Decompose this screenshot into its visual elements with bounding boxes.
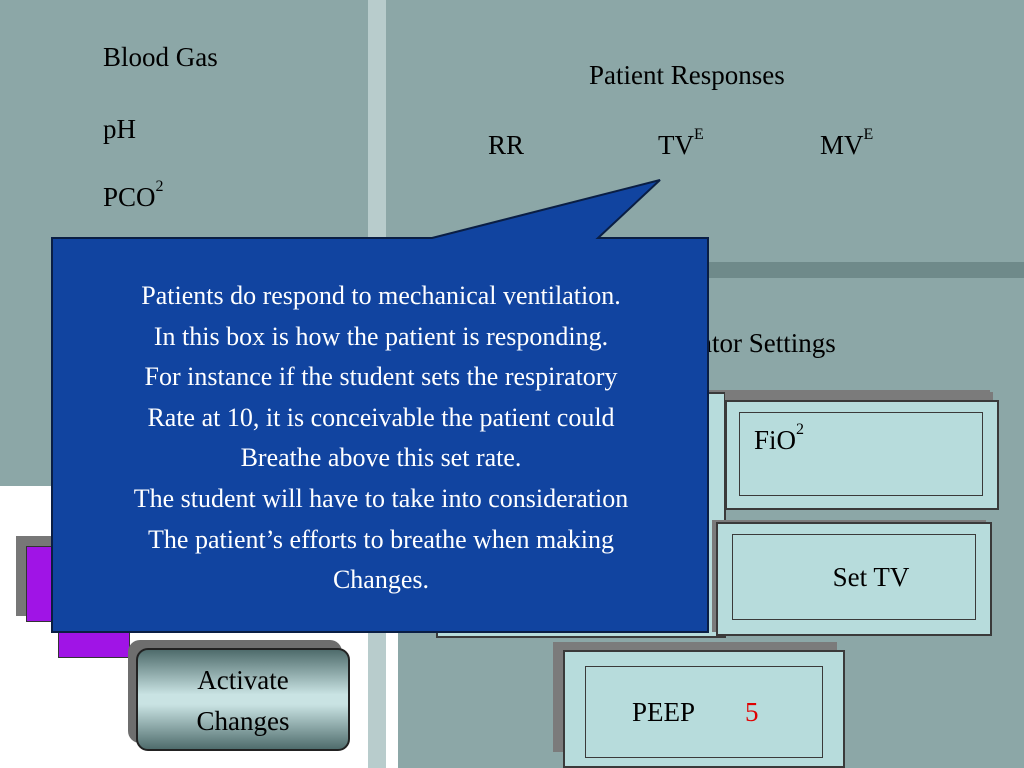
mv-exhaled-label: MVE (820, 126, 874, 160)
patient-responses-title: Patient Responses (589, 60, 785, 90)
callout-line: For instance if the student sets the res… (144, 362, 618, 392)
peep-label: PEEP (632, 696, 696, 727)
callout-line: Patients do respond to mechanical ventil… (141, 281, 621, 310)
callout-text: Patients do respond to mechanical ventil… (54, 276, 708, 601)
ventilator-settings-title: ator Settings (700, 328, 836, 358)
callout-line: The patient’s efforts to breathe when ma… (148, 524, 614, 554)
peep-value: 5 (745, 696, 759, 727)
blood-gas-title: Blood Gas (103, 42, 218, 72)
set-tv-label: Set TV (832, 561, 910, 592)
fio2-label: FiO2 (754, 421, 805, 455)
callout-line: Changes. (332, 565, 430, 595)
set-tv-button[interactable]: Set TV (712, 520, 992, 638)
activate-label-line2: Changes (196, 706, 290, 736)
callout-line: In this box is how the patient is respon… (153, 321, 609, 351)
callout-line: Breathe above this set rate. (240, 443, 522, 473)
callout-line: The student will have to take into consi… (133, 483, 629, 513)
activate-changes-button[interactable]: Activate Changes (136, 648, 350, 751)
activate-label-line1: Activate (197, 665, 289, 695)
tv-exhaled-label: TVE (658, 126, 704, 160)
set-tv-hidden-label: Set TV (464, 604, 541, 634)
ph-label: pH (103, 114, 136, 144)
callout-line: Rate at 10, it is conceivable the patien… (147, 402, 615, 432)
purple-control-block-lower[interactable] (58, 600, 130, 658)
patient-responses-panel (386, 0, 1024, 264)
rr-label: RR (488, 130, 525, 160)
fio2-button[interactable]: FiO2 (725, 392, 999, 510)
peep-button[interactable]: PEEP 5 (553, 642, 845, 768)
pco2-label: PCO2 (103, 178, 164, 212)
